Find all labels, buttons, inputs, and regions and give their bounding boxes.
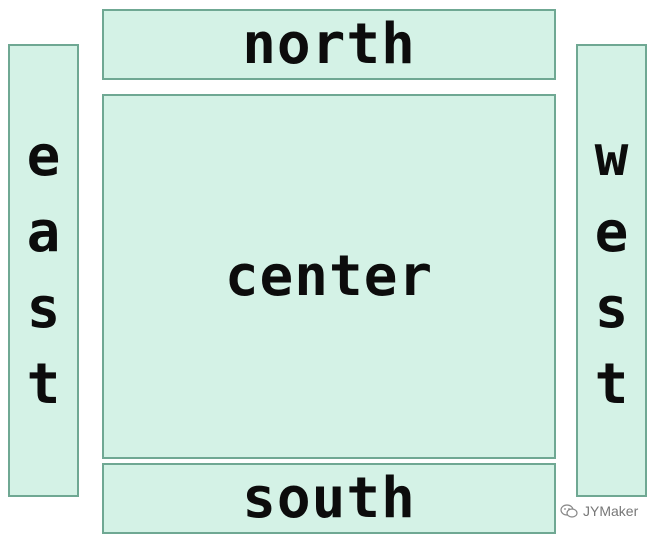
west-letter: t — [594, 351, 629, 417]
east-label: e a s t — [26, 123, 61, 417]
west-letter: w — [594, 123, 629, 189]
north-region: north — [102, 9, 556, 80]
south-label: south — [242, 465, 416, 531]
west-letter: s — [594, 275, 629, 341]
east-letter: s — [26, 275, 61, 341]
east-letter: t — [26, 351, 61, 417]
center-label: center — [224, 243, 434, 309]
east-letter: a — [26, 199, 61, 265]
west-letter: e — [594, 199, 629, 265]
west-region: w e s t — [576, 44, 647, 497]
center-region: center — [102, 94, 556, 459]
west-label: w e s t — [594, 123, 629, 417]
watermark-text: JYMaker — [583, 503, 639, 519]
south-region: south — [102, 463, 556, 534]
wechat-icon — [560, 504, 578, 518]
north-label: north — [242, 11, 416, 77]
east-region: e a s t — [8, 44, 79, 497]
east-letter: e — [26, 123, 61, 189]
watermark: JYMaker — [560, 503, 638, 519]
